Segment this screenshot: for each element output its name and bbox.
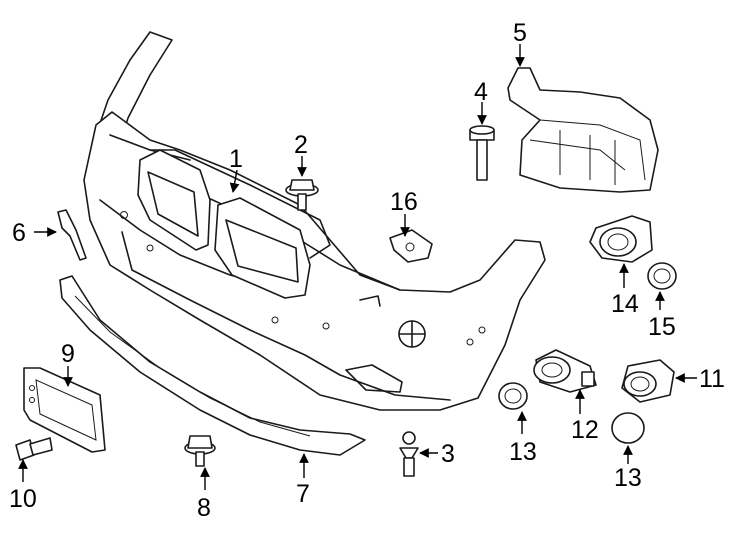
clip-16 <box>389 229 433 263</box>
callout-5: 5 <box>513 19 527 47</box>
callout-12: 12 <box>571 416 599 444</box>
sensor-11 <box>621 359 675 403</box>
callout-4: 4 <box>474 78 488 106</box>
callout-leaders <box>18 44 697 490</box>
lower-spoiler-strip <box>59 275 366 456</box>
callout-labels: 1 2 3 4 5 6 7 8 9 10 11 12 13 13 14 15 1… <box>9 19 725 522</box>
callout-3: 3 <box>441 440 455 468</box>
sensor-14 <box>589 215 653 263</box>
callout-7: 7 <box>296 480 310 508</box>
callout-15: 15 <box>648 313 676 341</box>
ring-13-left <box>498 382 528 410</box>
clip-6 <box>57 209 87 261</box>
callout-1: 1 <box>229 145 243 173</box>
callout-6: 6 <box>12 219 26 247</box>
callout-14: 14 <box>611 290 639 318</box>
leader-1 <box>229 169 240 193</box>
callout-8: 8 <box>197 494 211 522</box>
bolt-10 <box>15 437 53 461</box>
license-plate-bracket <box>23 367 106 453</box>
callout-13-right: 13 <box>614 464 642 492</box>
callout-16: 16 <box>390 188 418 216</box>
callout-9: 9 <box>61 340 75 368</box>
nut-2 <box>285 179 319 211</box>
ring-15 <box>647 262 677 290</box>
bolt-4 <box>469 125 495 181</box>
bumper-cover <box>83 31 546 411</box>
rivet-3 <box>399 431 419 477</box>
callout-11: 11 <box>699 365 725 393</box>
side-bracket-5 <box>507 67 659 193</box>
callout-13-left: 13 <box>509 438 537 466</box>
cap-13-right <box>611 412 645 444</box>
nut-8 <box>184 435 216 467</box>
sensor-12 <box>533 349 597 393</box>
callout-2: 2 <box>294 131 308 159</box>
callout-10: 10 <box>9 485 37 513</box>
